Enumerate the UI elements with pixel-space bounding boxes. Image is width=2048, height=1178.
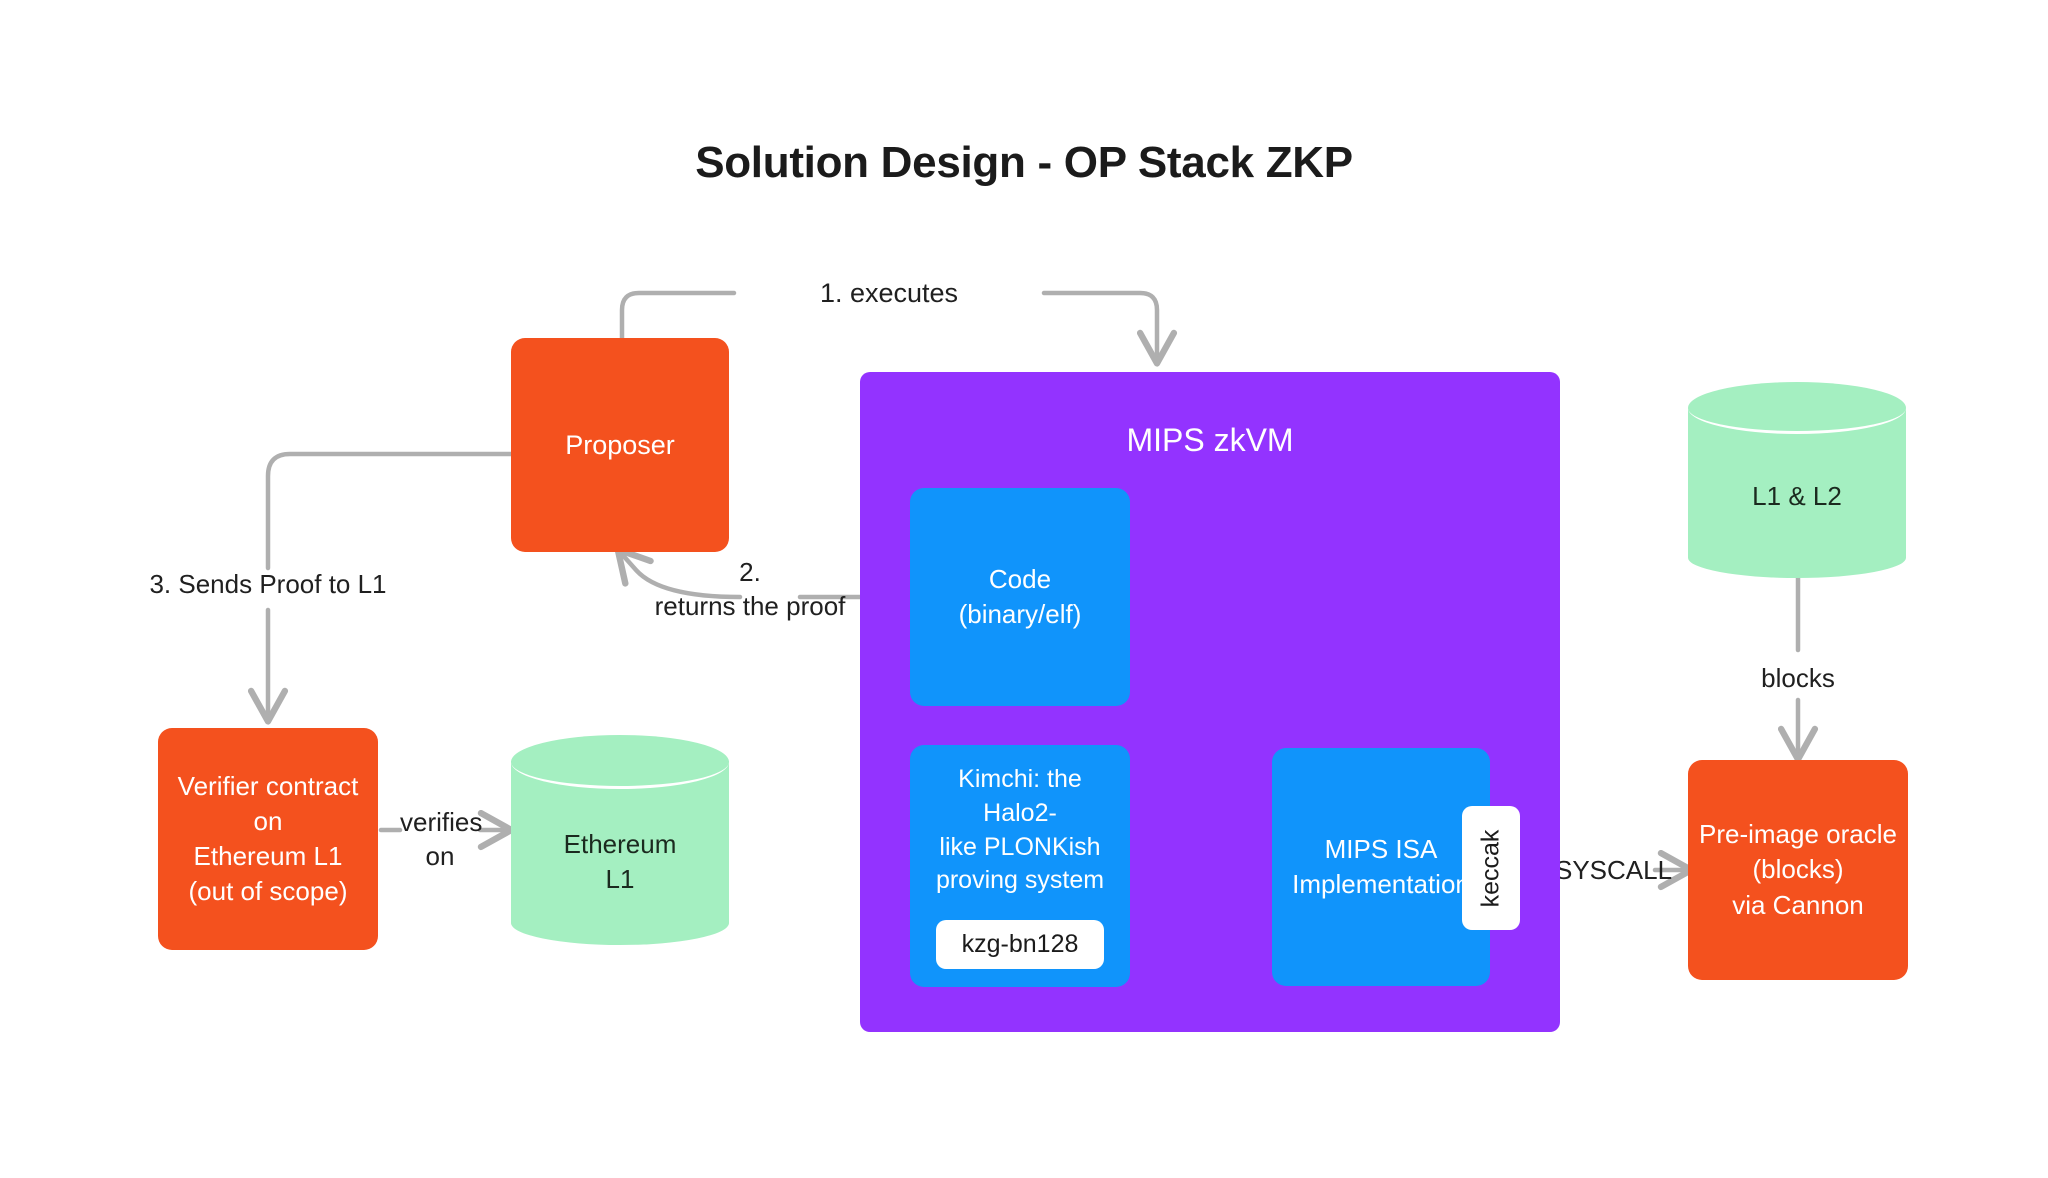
cylinder-body (1688, 408, 1906, 578)
cylinder-top (1688, 382, 1906, 434)
node-code-label: Code (binary/elf) (958, 563, 1082, 629)
node-ethereum-l1-store[interactable]: Ethereum L1 (511, 735, 729, 945)
node-l1-l2-store[interactable]: L1 & L2 (1688, 382, 1906, 578)
cylinder-top (511, 735, 729, 789)
node-mips-isa[interactable]: MIPS ISA Implementation (1272, 748, 1490, 986)
edge-executes-left-seg (619, 290, 737, 341)
edge-executes-right-seg (1041, 290, 1178, 367)
node-preimage-oracle-label: Pre-image oracle (blocks) via Cannon (1699, 819, 1897, 920)
edge-label-blocks: blocks (1761, 663, 1835, 693)
node-code[interactable]: Code (binary/elf) (910, 488, 1130, 706)
node-proposer-label: Proposer (565, 429, 675, 460)
edge-label-sends-proof-to-l1: 3. Sends Proof to L1 (149, 569, 387, 599)
node-kimchi[interactable]: Kimchi: the Halo2- like PLONKish proving… (910, 745, 1130, 987)
node-mips-zkvm-label: MIPS zkVM (1126, 422, 1294, 458)
node-proposer[interactable]: Proposer (511, 338, 729, 552)
node-preimage-oracle[interactable]: Pre-image oracle (blocks) via Cannon (1688, 760, 1908, 980)
node-keccak[interactable]: keccak (1462, 806, 1520, 930)
node-mips-isa-label: MIPS ISA Implementation (1292, 833, 1470, 899)
node-keccak-label: keccak (1476, 829, 1505, 907)
node-verifier-contract[interactable]: Verifier contract on Ethereum L1 (out of… (158, 728, 378, 950)
kzg-bn128-chip[interactable]: kzg-bn128 (935, 920, 1105, 969)
edge-label-verifies-on: verifies on (400, 807, 483, 871)
edge-sends-proof-upper-seg (265, 451, 514, 571)
node-ethereum-l1-store-label: Ethereum L1 (563, 829, 677, 895)
cylinder-body (511, 761, 729, 945)
node-kimchi-label: Kimchi: the Halo2- like PLONKish proving… (935, 765, 1105, 895)
edge-label-executes-proposer-to-zkvm: 1. executes (819, 278, 959, 308)
node-l1-l2-store-label: L1 & L2 (1752, 481, 1842, 511)
page-title: Solution Design - OP Stack ZKP (695, 138, 1353, 187)
edge-label-returns-proof: 2. returns the proof (654, 557, 846, 621)
edge-label-syscall: SYSCALL (1555, 855, 1673, 885)
node-verifier-contract-label: Verifier contract on Ethereum L1 (out of… (177, 770, 359, 907)
